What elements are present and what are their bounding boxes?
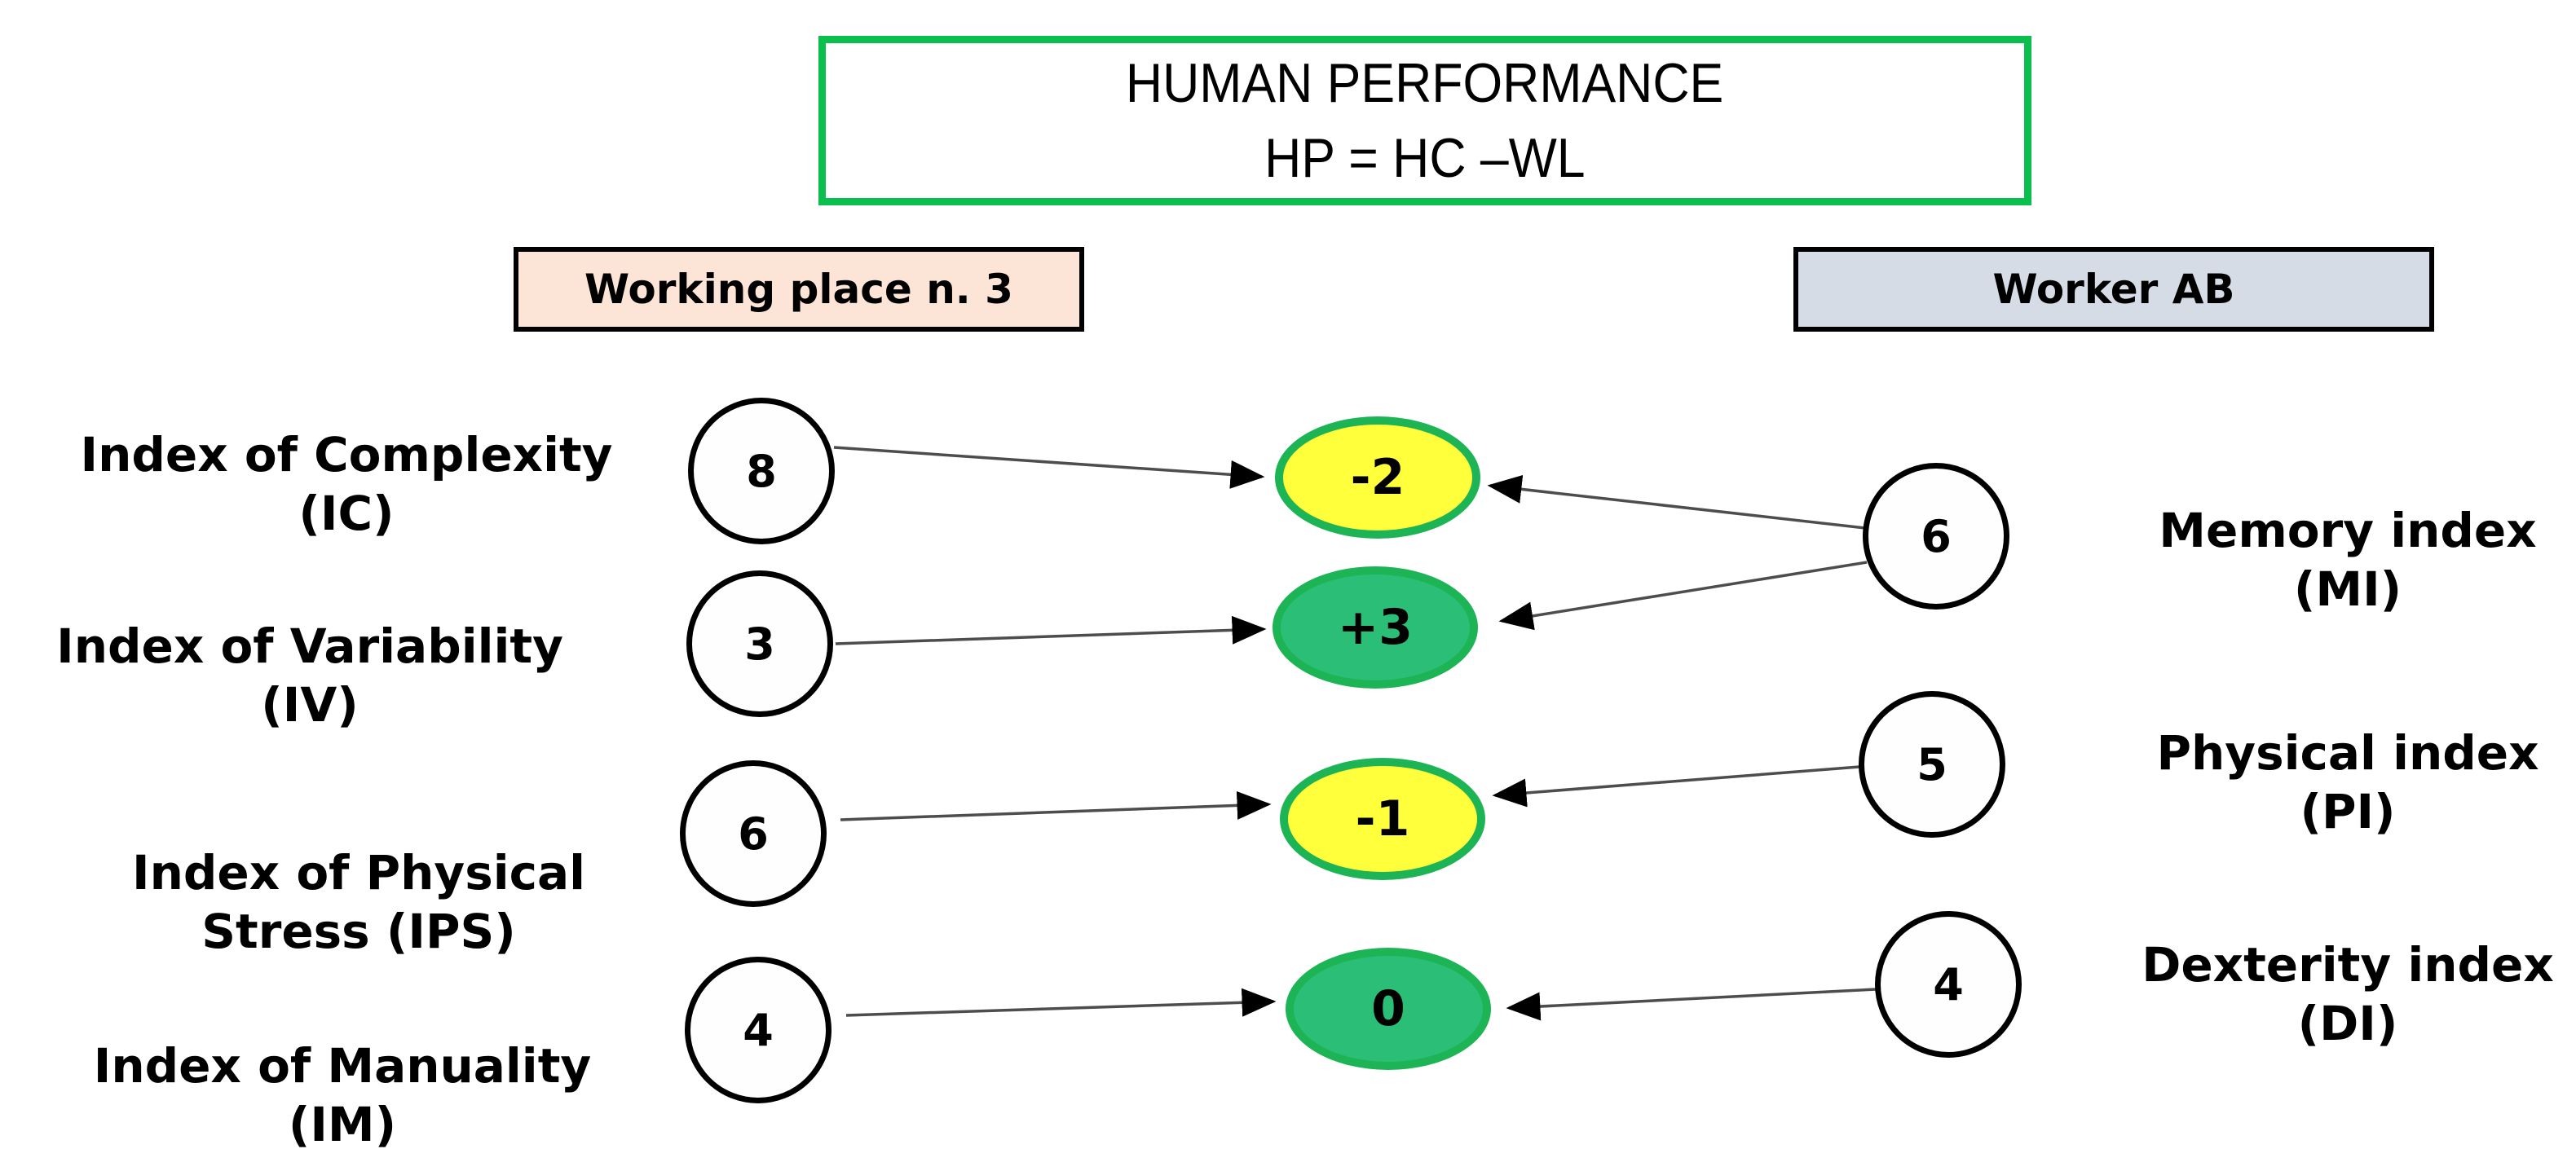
label-line: Stress (IPS) <box>201 904 516 959</box>
arrow-mi-to-result1 <box>1487 474 1866 530</box>
circle-pi-value: 5 <box>1859 691 2005 838</box>
circle-iv-value: 3 <box>686 570 833 717</box>
circle-ic-value: 8 <box>688 398 835 544</box>
label-index-of-manuality: Index of Manuality (IM) <box>33 1037 652 1149</box>
circle-value: 3 <box>744 618 775 670</box>
title-box: HUMAN PERFORMANCE HP = HC –WL <box>818 36 2031 205</box>
result-ellipse-3: -1 <box>1280 758 1485 880</box>
label-index-of-variability: Index of Variability (IV) <box>0 617 620 734</box>
result-value: 0 <box>1371 980 1405 1037</box>
label-memory-index: Memory index (MI) <box>2119 501 2576 619</box>
label-line: Index of Physical <box>131 845 585 900</box>
result-ellipse-1: -2 <box>1275 416 1480 539</box>
circle-ips-value: 6 <box>680 760 827 907</box>
label-line: Physical index <box>2156 725 2539 781</box>
circle-value: 5 <box>1917 738 1947 790</box>
circle-value: 6 <box>1921 510 1952 562</box>
label-index-of-physical-stress: Index of Physical Stress (IPS) <box>73 843 644 961</box>
label-line: (DI) <box>2297 996 2398 1051</box>
circle-value: 8 <box>746 445 777 497</box>
label-line: Dexterity index <box>2142 937 2554 993</box>
arrow-ic-to-result1 <box>833 446 1265 489</box>
arrow-iv-to-result2 <box>835 615 1267 645</box>
label-index-of-complexity: Index of Complexity (IC) <box>24 425 668 543</box>
label-line: (IV) <box>261 677 359 733</box>
label-line: Index of Variability <box>56 619 563 674</box>
title-line-2: HP = HC –WL <box>1264 127 1586 189</box>
label-dexterity-index: Dexterity index (DI) <box>2119 935 2576 1053</box>
circle-di-value: 4 <box>1875 911 2022 1058</box>
result-ellipse-2: +3 <box>1273 566 1478 689</box>
arrow-im-to-result4 <box>845 988 1277 1017</box>
title-line-1: HUMAN PERFORMANCE <box>1126 52 1724 114</box>
worker-header: Worker AB <box>1793 247 2434 332</box>
arrow-pi-to-result3 <box>1492 765 1860 808</box>
label-line: (IC) <box>298 486 395 541</box>
circle-im-value: 4 <box>685 957 831 1103</box>
arrow-di-to-result4 <box>1506 988 1877 1021</box>
label-line: Index of Complexity <box>80 427 613 482</box>
label-physical-index: Physical index (PI) <box>2119 724 2576 841</box>
circle-value: 4 <box>743 1004 774 1056</box>
circle-value: 6 <box>738 808 769 860</box>
result-value: -1 <box>1355 790 1410 847</box>
label-line: (IM) <box>288 1097 397 1149</box>
label-line: (PI) <box>2300 784 2396 839</box>
label-line: Index of Manuality <box>93 1038 592 1094</box>
circle-mi-value: 6 <box>1863 463 2009 610</box>
arrow-mi-to-result2 <box>1498 561 1868 631</box>
workplace-header: Working place n. 3 <box>514 247 1084 332</box>
label-line: Memory index <box>2159 503 2537 558</box>
result-ellipse-4: 0 <box>1286 948 1491 1070</box>
result-value: +3 <box>1337 599 1414 656</box>
result-value: -2 <box>1350 449 1405 506</box>
label-line: (MI) <box>2293 561 2402 617</box>
arrow-ips-to-result3 <box>840 790 1272 821</box>
circle-value: 4 <box>1933 958 1964 1010</box>
